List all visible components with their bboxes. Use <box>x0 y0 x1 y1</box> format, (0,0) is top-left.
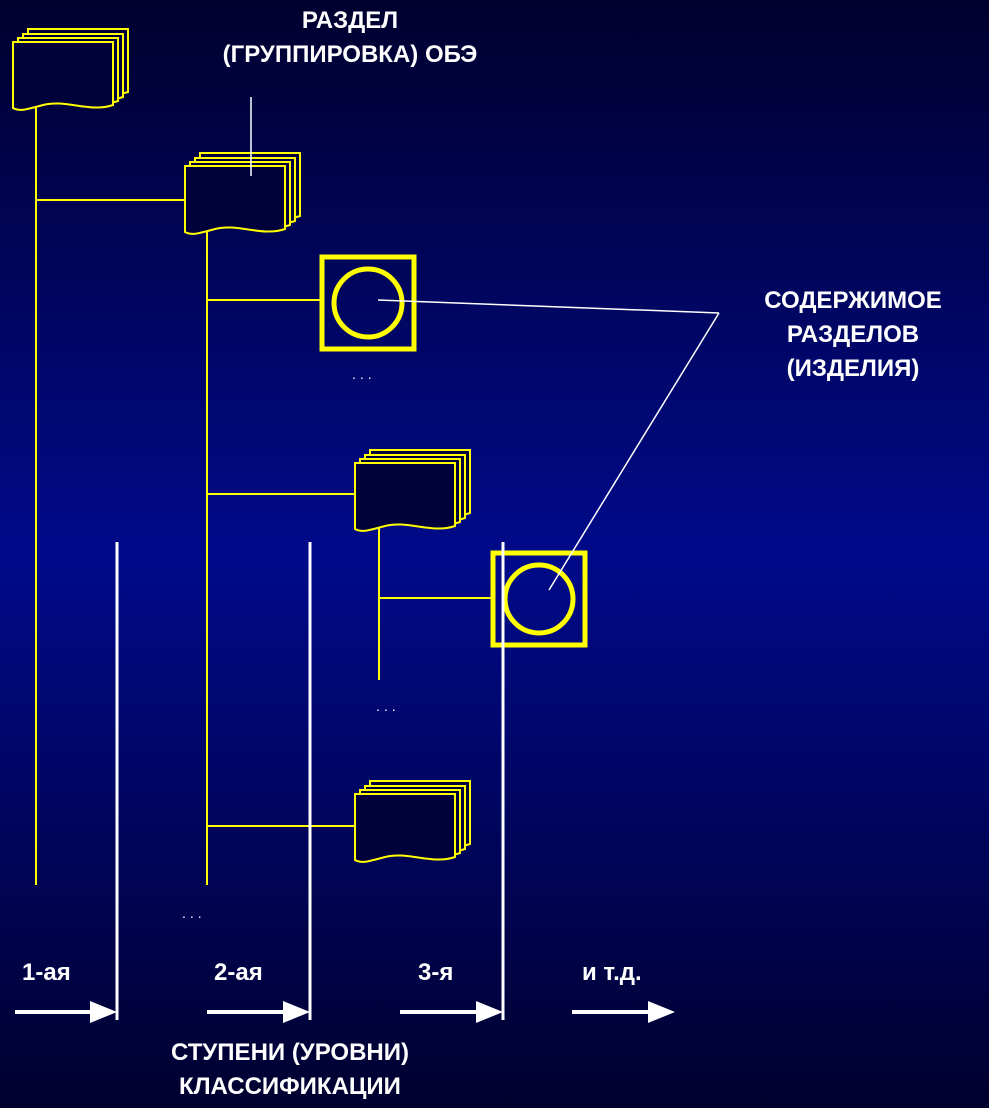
levels-label-line2: КЛАССИФИКАЦИИ <box>179 1073 401 1100</box>
arrow-icon <box>15 1001 117 1023</box>
step-label-2: 2-ая <box>214 959 263 986</box>
contents-label-line2: РАЗДЕЛОВ <box>786 321 920 348</box>
step-label-1: 1-ая <box>22 959 71 986</box>
arrow-icon <box>572 1001 675 1023</box>
arrow-icon <box>400 1001 503 1023</box>
section-group-label: РАЗДЕЛ (ГРУППИРОВКА) ОБЭ <box>190 4 510 72</box>
levels-label-line1: СТУПЕНИ (УРОВНИ) <box>170 1039 410 1066</box>
callout-line <box>548 312 720 591</box>
section-group-label-line1: РАЗДЕЛ <box>301 7 399 34</box>
contents-label-line1: СОДЕРЖИМОЕ <box>764 287 942 314</box>
levels-label: СТУПЕНИ (УРОВНИ) КЛАССИФИКАЦИИ <box>120 1036 460 1104</box>
section-docs-icon <box>184 152 301 235</box>
contents-label-line3: (ИЗДЕЛИЯ) <box>786 355 920 382</box>
section-docs-icon <box>354 449 471 532</box>
callout-line <box>377 299 720 314</box>
ellipsis: ... <box>376 698 400 714</box>
ellipsis: ... <box>352 366 376 382</box>
ellipsis: ... <box>182 905 206 921</box>
item-circle-icon <box>493 553 585 645</box>
section-docs-icon <box>354 780 471 863</box>
section-docs-icon <box>12 28 129 111</box>
step-label-4: и т.д. <box>582 959 642 986</box>
step-label-3: 3-я <box>418 959 454 986</box>
contents-label: СОДЕРЖИМОЕ РАЗДЕЛОВ (ИЗДЕЛИЯ) <box>728 284 978 386</box>
arrow-icon <box>207 1001 310 1023</box>
item-circle-icon <box>322 257 414 349</box>
section-group-label-line2: (ГРУППИРОВКА) ОБЭ <box>222 41 478 68</box>
